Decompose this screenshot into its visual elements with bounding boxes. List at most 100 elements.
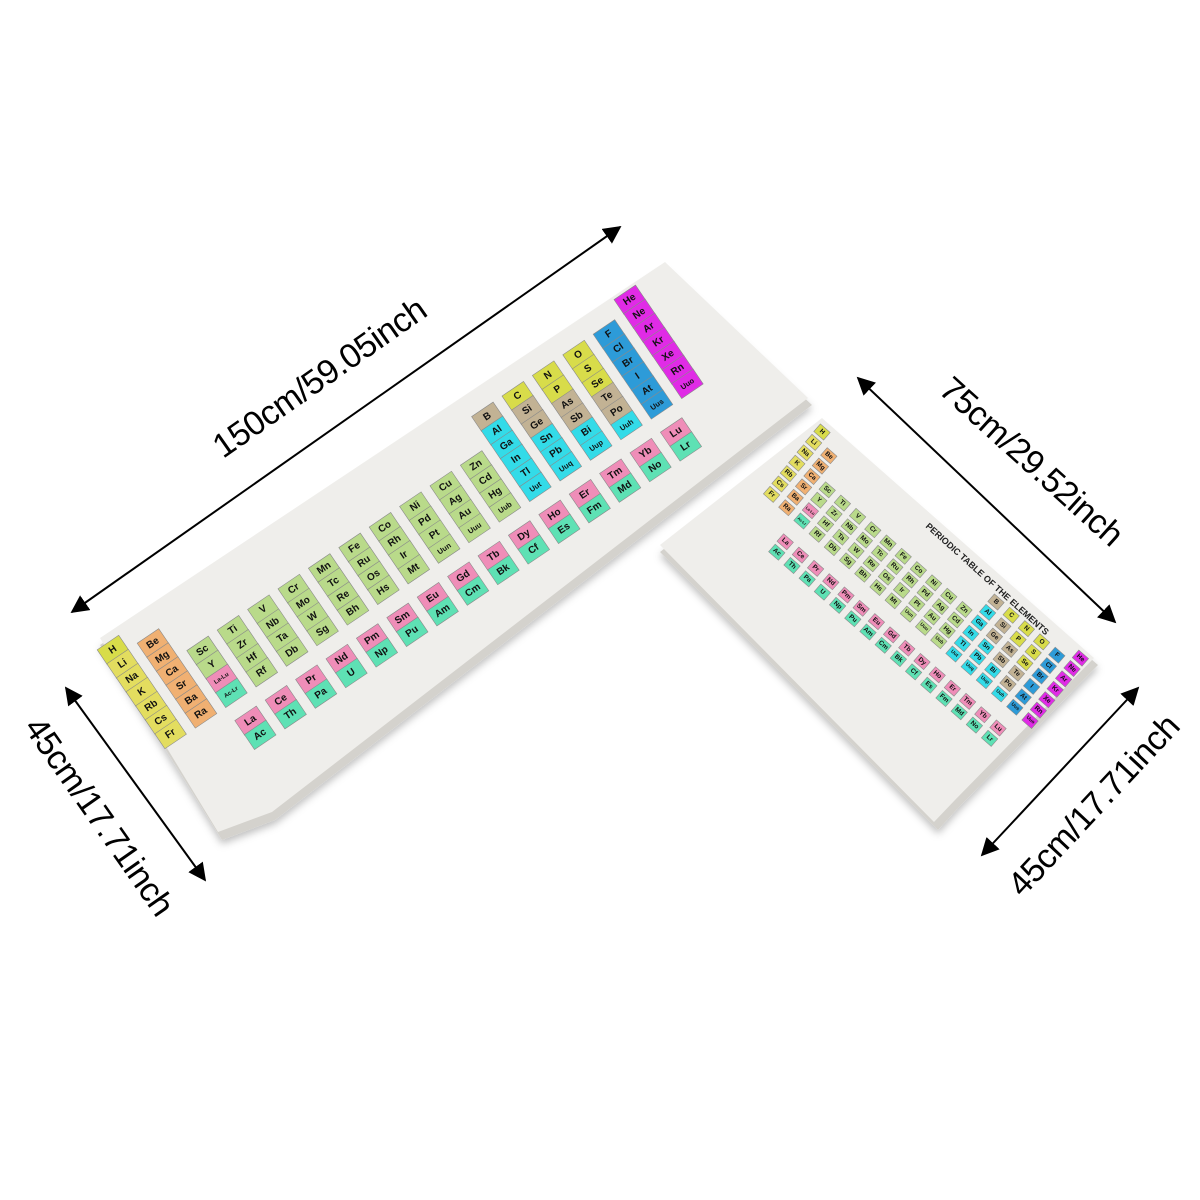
small-element-am: Am (859, 623, 877, 641)
small-element-uuq: Uuq (960, 658, 978, 676)
small-element-tile (813, 583, 832, 601)
small-element-symbol: Ca (807, 471, 818, 482)
small-element-fr: Fr (762, 485, 781, 503)
small-element-tile (1016, 654, 1034, 672)
small-element-tile (965, 716, 984, 734)
small-element-tile (985, 627, 1004, 645)
small-element-uup: Uup (975, 672, 994, 690)
small-element-symbol: La (780, 537, 791, 548)
small-element-symbol: Ba (790, 492, 801, 503)
small-element-symbol: Fr (767, 490, 777, 500)
small-element-symbol: Pb (972, 652, 983, 663)
large-length-arrow (70, 225, 622, 614)
small-element-tile (798, 570, 816, 588)
small-element-symbol: No (969, 720, 980, 731)
small-element-tile (804, 433, 823, 451)
large-element-lr: Lr (669, 431, 703, 462)
small-element-er: Er (943, 679, 962, 697)
small-element-tile (930, 632, 948, 650)
small-element-symbol: Uup (979, 675, 990, 686)
small-element-symbol: Ho (932, 669, 943, 680)
small-element-symbol: Hf (821, 519, 831, 529)
small-element-ra: Ra (778, 499, 796, 517)
small-element-tile (793, 512, 811, 530)
small-element-mg: Mg (811, 457, 830, 475)
small-element-tile (825, 505, 843, 522)
small-element-tl: Tl (953, 635, 972, 653)
large-element-symbol: Br (621, 355, 636, 370)
small-element-tile (838, 552, 857, 570)
small-element-symbol: Ge (989, 631, 1000, 642)
large-element-pu: Pu (395, 616, 429, 647)
small-element-hf: Hf (816, 515, 835, 533)
large-element-hf: Hf (235, 643, 269, 674)
small-element-symbol: Bk (893, 653, 904, 664)
small-element-tile (828, 596, 847, 614)
large-element-symbol: Pr (304, 672, 319, 687)
small-element-ce: Ce (791, 546, 810, 564)
small-element-symbol: Se (1020, 657, 1031, 668)
large-element-tile (306, 615, 339, 647)
large-element-tile (395, 616, 429, 647)
small-element-tile (778, 499, 796, 517)
small-element-tile (796, 444, 814, 462)
small-element-tile (904, 663, 923, 681)
large-element-tile (274, 699, 307, 730)
small-element-cs: Cs (771, 475, 789, 493)
large-element-ca: Ca (155, 656, 189, 687)
small-element-rf: Rf (808, 525, 826, 543)
large-element-li: Li (106, 648, 139, 680)
small-element-tile (953, 635, 972, 653)
small-element-tile (786, 488, 804, 506)
small-element-symbol: O (1037, 638, 1045, 647)
small-element-symbol: In (966, 629, 975, 638)
small-element-symbol: Uub (934, 635, 945, 646)
small-element-tile (783, 557, 801, 574)
small-element-se: Se (1016, 654, 1034, 672)
small-element-symbol: Tb (902, 643, 913, 654)
large-element-db: Db (275, 636, 309, 667)
large-element-tile (365, 637, 399, 668)
small-element-tile (992, 651, 1010, 669)
small-length-arrow (856, 376, 1117, 624)
small-element-tile (801, 502, 820, 520)
large-element-uuo: Uuo (671, 368, 704, 399)
large-element-uus: Uus (640, 389, 674, 420)
small-element-h: H (813, 423, 831, 441)
small-element-tile (808, 525, 826, 543)
small-element-symbol: Sg (842, 556, 853, 567)
small-element-pb: Pb (968, 648, 987, 666)
small-element-f: F (1048, 646, 1066, 664)
small-element-symbol: Ti (838, 499, 847, 508)
small-element-u: U (813, 583, 832, 601)
small-element-symbol: Sn (981, 641, 992, 652)
small-element-tile (768, 543, 786, 561)
small-element-tile (1024, 643, 1042, 661)
small-element-dy: Dy (913, 653, 931, 670)
small-element-symbol: Ar (1059, 674, 1069, 684)
small-element-tile (762, 485, 781, 503)
large-element-tile (275, 636, 309, 667)
large-element-np: Np (365, 637, 399, 668)
small-element-tile (822, 573, 840, 591)
large-element-symbol: Y (206, 658, 218, 671)
small-element-ho: Ho (928, 666, 946, 684)
small-element-li: Li (804, 433, 823, 451)
small-element-ar: Ar (1054, 670, 1073, 688)
small-element-symbol: Pu (847, 613, 858, 624)
small-element-tile (950, 703, 968, 721)
small-element-symbol: Mg (815, 460, 827, 471)
large-element-zr: Zr (226, 629, 259, 660)
small-element-symbol: Rb (783, 468, 794, 479)
small-element-ne: Ne (1063, 660, 1081, 677)
small-element-n: N (1017, 620, 1036, 638)
small-element-gd: Gd (882, 626, 901, 644)
small-element-symbol: Be (823, 450, 834, 461)
small-element-tile (776, 533, 794, 551)
small-element-tile (874, 636, 892, 654)
small-element-tile (818, 481, 836, 499)
small-element-no: No (965, 716, 984, 734)
small-element-symbol: Ra (781, 502, 792, 513)
small-element-symbol: As (1004, 644, 1015, 655)
large-element-tile (669, 431, 703, 462)
